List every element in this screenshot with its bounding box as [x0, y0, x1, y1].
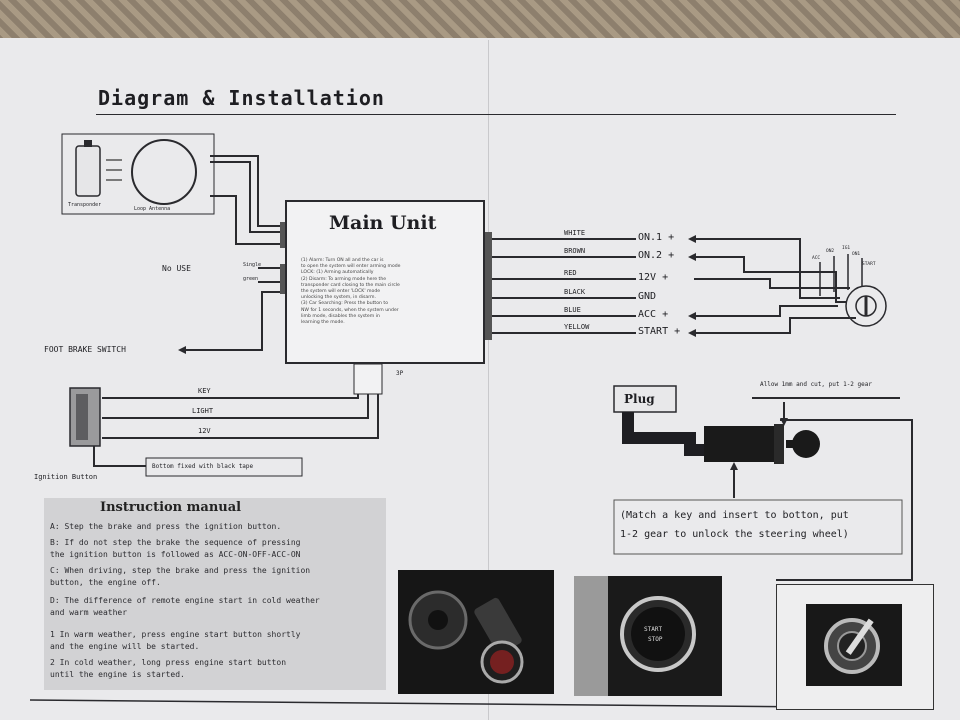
wire-color-blue: BLUE — [564, 306, 581, 314]
main-unit-title: Main Unit — [329, 212, 437, 234]
instruction-line: button, the engine off. — [50, 578, 161, 587]
terminal-12v: 12V + — [638, 272, 669, 283]
wire-label-green: green — [243, 276, 259, 282]
switch-label-ig1: IG1 — [842, 246, 851, 251]
no-use-label: No USE — [162, 264, 191, 273]
instruction-panel — [44, 498, 386, 690]
stop-button-text: STOP — [648, 636, 663, 643]
photo-key-insert — [398, 570, 554, 694]
plug-label: Plug — [624, 392, 655, 406]
instruction-line: until the engine is started. — [50, 670, 185, 679]
paper-fold — [488, 40, 489, 720]
start-button-text: START — [644, 626, 663, 633]
transponder-frame — [61, 133, 215, 215]
switch-label-acc: ACC — [812, 256, 821, 261]
wire-color-red: RED — [564, 269, 577, 277]
page-title: Diagram & Installation — [98, 86, 385, 110]
title-underline — [96, 114, 896, 115]
plug-callout: (Match a key and insert to botton, put 1… — [620, 510, 849, 540]
switch-label-on2: ON2 — [826, 249, 835, 254]
photo-start-button: START STOP — [574, 576, 722, 696]
instruction-line: C: When driving, step the brake and pres… — [50, 566, 311, 575]
wire-color-brown: BROWN — [564, 247, 586, 255]
terminal-start: START + — [638, 326, 681, 337]
wire-color-white: WHITE — [564, 229, 586, 237]
tape-note: Bottom fixed with black tape — [152, 463, 254, 470]
ignition-button-label: Ignition Button — [34, 473, 98, 481]
wire-label-single: Single — [243, 262, 262, 268]
instruction-line: and warm weather — [50, 608, 128, 617]
terminal-on2: ON.2 + — [638, 250, 675, 261]
transponder-label: Transponder — [68, 202, 102, 208]
instruction-line: 1 In warm weather, press engine start bu… — [50, 630, 301, 639]
switch-label-on1: ON1 — [852, 252, 861, 257]
wire-label-12v: 12V — [198, 427, 211, 435]
terminal-acc: ACC + — [638, 309, 669, 320]
transponder-card-icon — [75, 145, 101, 197]
instruction-title: Instruction manual — [100, 500, 242, 515]
foot-brake-label: FOOT BRAKE SWITCH — [44, 345, 126, 354]
switch-label-start: START — [862, 262, 876, 267]
key-icon — [792, 430, 820, 458]
wire-label-light: LIGHT — [192, 407, 214, 415]
loop-antenna-label: Loop Antenna — [134, 206, 171, 212]
instruction-line: and the engine will be started. — [50, 642, 200, 651]
instruction-line: B: If do not step the brake the sequence… — [50, 538, 301, 547]
connector-3p-label: 3P — [396, 370, 404, 377]
wire-color-yellow: YELLOW — [564, 323, 590, 331]
instruction-line: 2 In cold weather, long press engine sta… — [50, 658, 287, 667]
main-unit-description: (1) Alarm: Turn ON all and the car is to… — [301, 258, 401, 326]
plug-cut-note: Allow 1mm and cut, put 1-2 gear — [760, 381, 872, 388]
steering-lock-icon — [704, 426, 774, 462]
wire-label-key: KEY — [198, 387, 211, 395]
terminal-gnd: GND — [638, 291, 657, 302]
terminal-on1: ON.1 + — [638, 232, 675, 243]
photo-ignition-key — [806, 604, 902, 686]
main-unit-box: Main Unit (1) Alarm: Turn ON all and the… — [285, 200, 485, 364]
instruction-line: the ignition button is followed as ACC-O… — [50, 550, 301, 559]
instruction-line: A: Step the brake and press the ignition… — [50, 522, 282, 531]
instruction-line: D: The difference of remote engine start… — [50, 596, 320, 605]
loop-antenna-icon — [131, 139, 197, 205]
wire-color-black: BLACK — [564, 288, 586, 296]
